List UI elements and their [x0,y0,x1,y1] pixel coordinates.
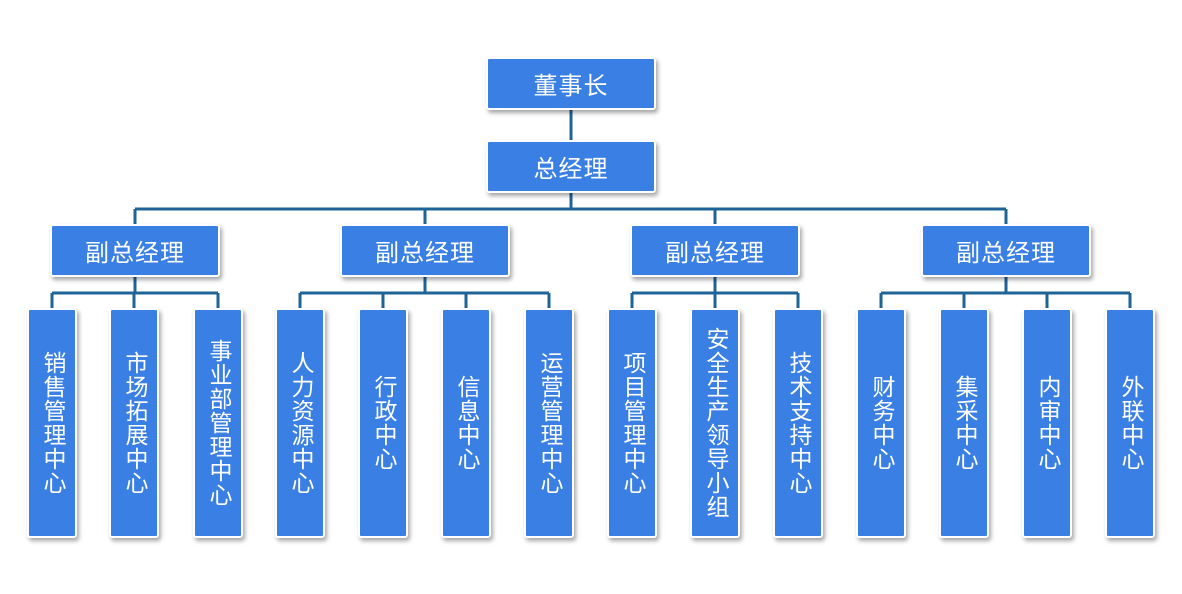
vice-manager-label: 副总经理 [956,239,1056,267]
general-manager-box: 总经理 [486,140,656,193]
department-label: 技术支持中心 [785,351,811,495]
department-label: 行政中心 [370,375,396,471]
chairman-label: 董事长 [533,72,609,100]
department-box: 安全生产领导小组 [690,308,740,538]
department-label: 信息中心 [453,375,479,471]
department-box: 运营管理中心 [524,308,574,538]
department-label: 项目管理中心 [619,351,645,495]
department-box: 人力资源中心 [275,308,325,538]
department-box: 市场拓展中心 [109,308,159,538]
department-label: 集采中心 [951,375,977,471]
department-label: 安全生产领导小组 [702,327,728,519]
general-manager-label: 总经理 [533,155,609,183]
department-label: 财务中心 [868,375,894,471]
department-box: 内审中心 [1022,308,1072,538]
department-label: 运营管理中心 [536,351,562,495]
vice-manager-label: 副总经理 [85,239,185,267]
department-box: 集采中心 [939,308,989,538]
department-box: 信息中心 [441,308,491,538]
department-box: 行政中心 [358,308,408,538]
department-label: 市场拓展中心 [121,351,147,495]
department-label: 外联中心 [1117,375,1143,471]
department-box: 外联中心 [1105,308,1155,538]
department-label: 内审中心 [1034,375,1060,471]
vice-manager-box: 副总经理 [630,224,800,277]
department-label: 销售管理中心 [39,351,65,495]
department-box: 事业部管理中心 [193,308,243,538]
vice-manager-box: 副总经理 [921,224,1091,277]
department-box: 技术支持中心 [773,308,823,538]
department-box: 财务中心 [856,308,906,538]
department-label: 人力资源中心 [287,351,313,495]
vice-manager-box: 副总经理 [340,224,510,277]
department-label: 事业部管理中心 [205,339,231,507]
vice-manager-box: 副总经理 [50,224,220,277]
department-box: 项目管理中心 [607,308,657,538]
department-box: 销售管理中心 [27,308,77,538]
vice-manager-label: 副总经理 [665,239,765,267]
vice-manager-label: 副总经理 [375,239,475,267]
chairman-box: 董事长 [486,57,656,110]
